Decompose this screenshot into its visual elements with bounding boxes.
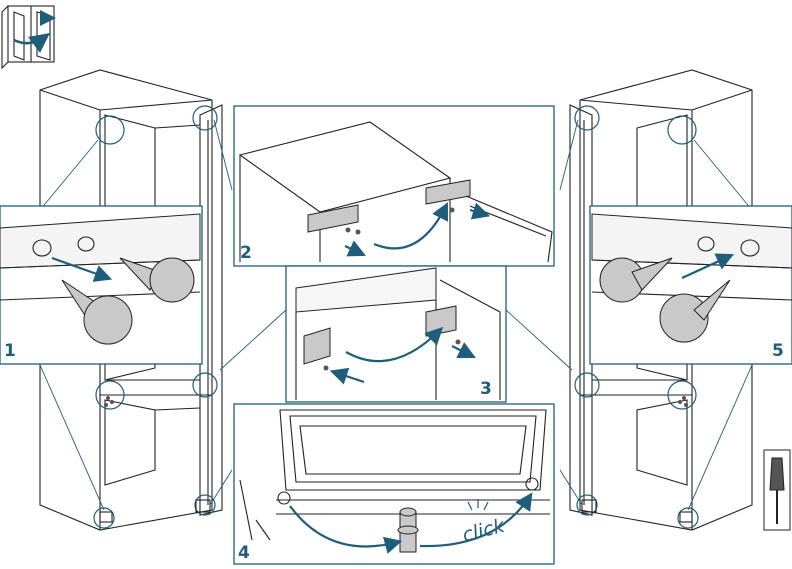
right-fridge-cabinet [569,69,753,531]
step-label-2: 2 [240,243,252,263]
step-4-panel: click 4 [233,403,555,565]
step-1-panel: 1 [0,205,203,365]
step-label-4: 4 [238,543,250,563]
step-2-panel: 2 [233,105,555,267]
door-reversal-icon [1,5,56,70]
pin-part-icon [599,257,731,343]
left-fridge-cabinet [39,69,223,531]
pin-part-icon [61,257,195,345]
hinge-pin-icon [397,507,419,553]
step-5-panel: 5 [589,205,792,365]
leader-lines [39,119,753,511]
step-label-5: 5 [772,341,784,361]
step-label-1: 1 [4,341,16,361]
click-burst-icon [467,499,489,511]
step-3-panel: 3 [285,265,507,403]
screwdriver-icon [763,449,791,531]
step-label-3: 3 [480,379,492,399]
